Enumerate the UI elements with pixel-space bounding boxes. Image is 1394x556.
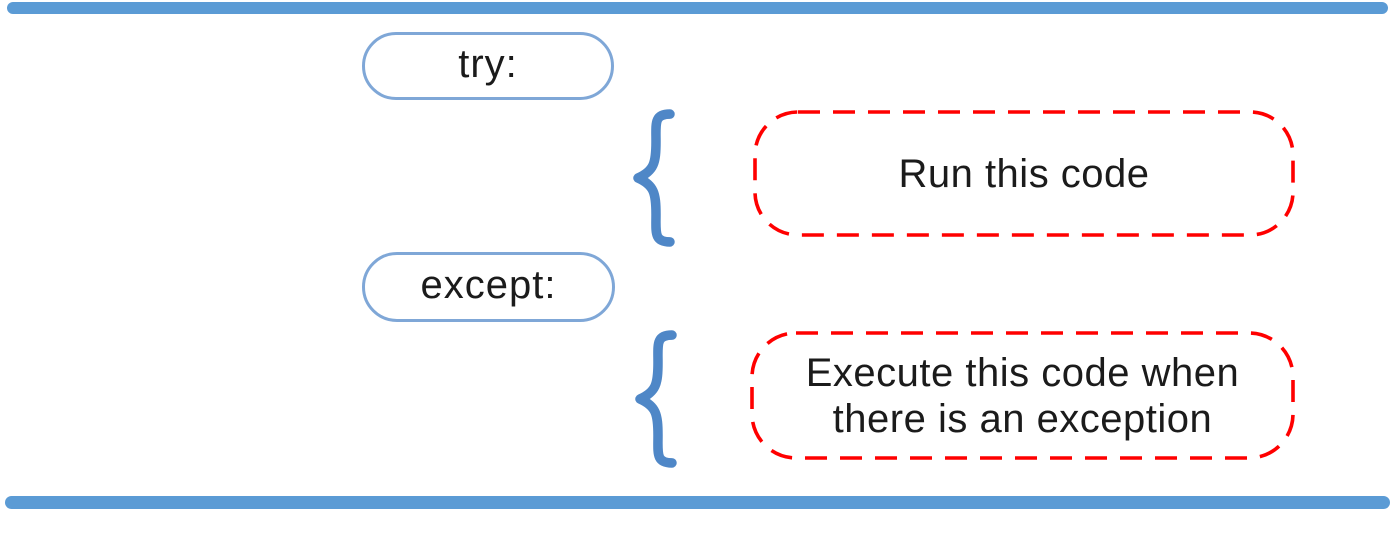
- dashed-border: [753, 110, 1295, 237]
- curly-brace-stroke: [635, 330, 677, 468]
- except-note-line1: Execute this code when: [805, 350, 1240, 395]
- except-keyword-pill: except:: [362, 252, 615, 322]
- curly-brace-stroke: [633, 109, 675, 247]
- bottom-divider-bar: [5, 496, 1390, 509]
- dashed-rect: [750, 331, 1295, 460]
- except-note-line2: there is an exception: [832, 396, 1213, 441]
- try-note-box: Run this code: [753, 110, 1295, 237]
- try-keyword-pill: try:: [362, 32, 614, 100]
- dashed-rect: [753, 110, 1295, 237]
- dashed-border: [750, 331, 1295, 460]
- try-keyword-label: try:: [458, 42, 518, 86]
- except-note-text: Execute this code when there is an excep…: [806, 350, 1239, 442]
- curly-brace-icon: [633, 109, 675, 247]
- except-keyword-label: except:: [420, 263, 557, 307]
- try-note-text: Run this code: [898, 151, 1150, 196]
- except-note-box: Execute this code when there is an excep…: [750, 331, 1295, 460]
- curly-brace-icon: [635, 330, 677, 468]
- top-divider-bar: [7, 2, 1388, 14]
